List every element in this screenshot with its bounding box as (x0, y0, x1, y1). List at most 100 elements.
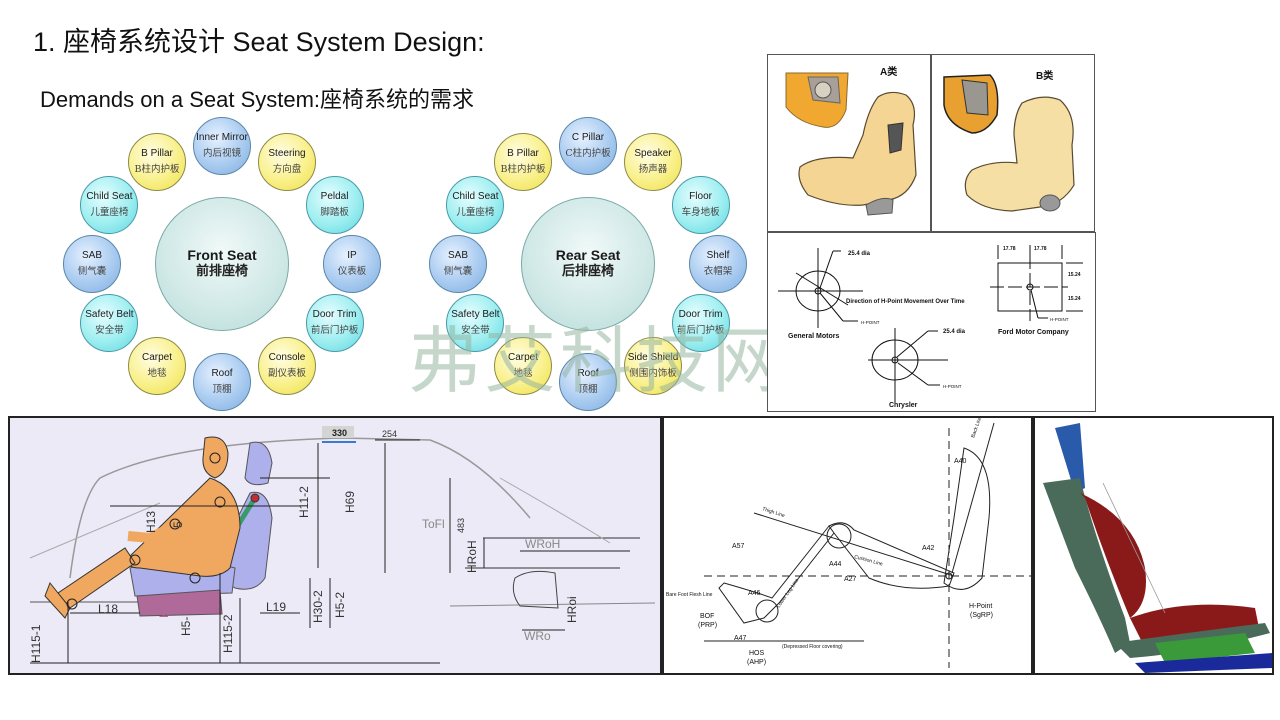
gm-hpoint-label: H-POINT (861, 320, 880, 325)
label-wroh: WRoH (525, 537, 560, 551)
bubble-label-en: Carpet (141, 352, 172, 364)
label-wro: WRo (524, 629, 551, 643)
chrysler-dia-label: 25.4 dia (943, 329, 966, 335)
bubble-label-en: Speaker (634, 147, 672, 159)
bubble-label-zh: 前后门护板 (310, 325, 359, 336)
bubble-label-zh: B柱内护板 (134, 163, 180, 175)
bubble-label-zh: 车身地板 (681, 207, 720, 218)
label-l19: L19 (266, 600, 286, 614)
bubble-label-en: B Pillar (507, 147, 539, 159)
thigh-line-label: Thigh Line (761, 506, 785, 519)
bubble-label-en: Safety Belt (85, 309, 134, 320)
angle-a57: A57 (732, 543, 745, 550)
bubble-label-zh: 内后视镜 (202, 148, 241, 159)
bubble-label-zh: 儿童座椅 (456, 207, 495, 218)
chrysler-hpoint-label: H-POINT (943, 384, 962, 389)
bubble-label-en: Door Trim (312, 309, 357, 320)
bubble-label-en: Child Seat (452, 191, 499, 202)
label-h30: H30 (157, 596, 171, 618)
bare-foot-label: Bare Foot Flesh Line (666, 592, 713, 598)
floor-label: (Depressed Floor covering) (782, 644, 843, 650)
label-h115-2: H115-2 (221, 614, 235, 653)
seat-type-b-label: B类 (1036, 69, 1053, 82)
label-h11-2: H11-2 (297, 486, 311, 518)
angle-a27: A27 (844, 576, 857, 583)
front-bubble-item: Inner Mirror 内后视镜 (193, 117, 251, 175)
watermark: 弗艾科技网 (408, 319, 789, 403)
sgrp-label: (SgRP) (970, 612, 993, 619)
ford-height-2: 15.24 (1068, 296, 1081, 302)
bubble-label-en: Steering (268, 147, 306, 159)
bubble-label-zh: 地毯 (513, 368, 533, 380)
label-h5: H5- (179, 617, 193, 636)
ford-hpoint-label: H-POINT (1050, 317, 1069, 322)
label-hroh: HRoH (465, 540, 479, 573)
rear-bubble-item: Child Seat 儿童座椅 (446, 176, 505, 234)
bubble-label-zh: 安全带 (461, 325, 490, 336)
bubble-label-en: Peldal (320, 191, 349, 202)
bubble-label-zh: 安全带 (95, 325, 124, 336)
bubble-label-en: B Pillar (141, 147, 173, 159)
center-label-en: Rear Seat (555, 247, 621, 263)
bubble-label-en: Door Trim (678, 309, 723, 320)
front-bubble-item: Door Trim 前后门护板 (305, 294, 364, 352)
gm-dia-label: 25.4 dia (848, 251, 871, 257)
bubble-label-en: Side Shield (627, 352, 679, 364)
seat-type-b-image: B类 (931, 54, 1095, 232)
label-h30-2: H30-2 (311, 590, 325, 623)
ahp-label: (AHP) (747, 659, 766, 666)
rear-bubble-item: Speaker 扬声器 (624, 132, 682, 191)
bubble-label-en: Child Seat (86, 191, 133, 202)
center-label-en: Front Seat (187, 247, 257, 263)
bubble-label-en: Safety Belt (451, 309, 500, 320)
seat-cad-model-image (1033, 416, 1274, 675)
ford-label: Ford Motor Company (998, 329, 1069, 336)
bubble-label-zh: 方向盘 (272, 163, 302, 175)
hos-label: HOS (749, 650, 765, 657)
label-l5: 5 (171, 521, 185, 528)
bubble-label-en: Carpet (507, 352, 538, 364)
bubble-label-en: Inner Mirror (196, 132, 248, 143)
bubble-label-zh: 副仪表板 (267, 368, 306, 380)
front-bubble-item: Carpet 地毯 (128, 337, 186, 396)
gm-label: General Motors (788, 333, 839, 340)
bubble-label-en: SAB (447, 250, 468, 261)
label-h69: H69 (343, 491, 357, 513)
bubble-label-zh: 侧气囊 (77, 266, 107, 277)
ford-height-1: 15.24 (1068, 272, 1081, 278)
dim-483: 483 (456, 518, 466, 533)
seating-angle-drawing: Back Line Thigh Line Cushion Line Lower … (662, 416, 1033, 675)
bubble-label-en: SAB (81, 250, 102, 261)
bubble-label-zh: 地毯 (147, 368, 167, 380)
angle-a44: A44 (829, 561, 842, 568)
center-label-zh: 前排座椅 (195, 264, 248, 279)
bubble-label-zh: 扬声器 (638, 163, 668, 175)
angle-a40: A40 (954, 458, 967, 465)
front-bubble-item: SAB 侧气囊 (63, 235, 121, 293)
chrysler-label: Chrysler (889, 402, 918, 409)
bubble-label-en: C Pillar (571, 132, 605, 143)
bubble-label-zh: 仪表板 (337, 266, 367, 277)
ford-width-2: 17.78 (1034, 246, 1047, 252)
seat-type-a-label: A类 (880, 65, 897, 78)
bubble-label-zh: 顶棚 (212, 384, 232, 395)
bubble-label-zh: 衣帽架 (703, 266, 733, 277)
bubble-label-zh: B柱内护板 (500, 163, 546, 175)
ford-width-1: 17.78 (1003, 246, 1016, 252)
label-h5-2: H5-2 (333, 592, 347, 618)
angle-a42: A42 (922, 545, 935, 552)
label-h115-1: H115-1 (29, 624, 43, 663)
front-bubble-item: Safety Belt 安全带 (80, 294, 139, 352)
bubble-label-zh: 脚踏板 (320, 207, 349, 218)
gm-direction-label: Direction of H-Point Movement Over Time (846, 299, 965, 305)
